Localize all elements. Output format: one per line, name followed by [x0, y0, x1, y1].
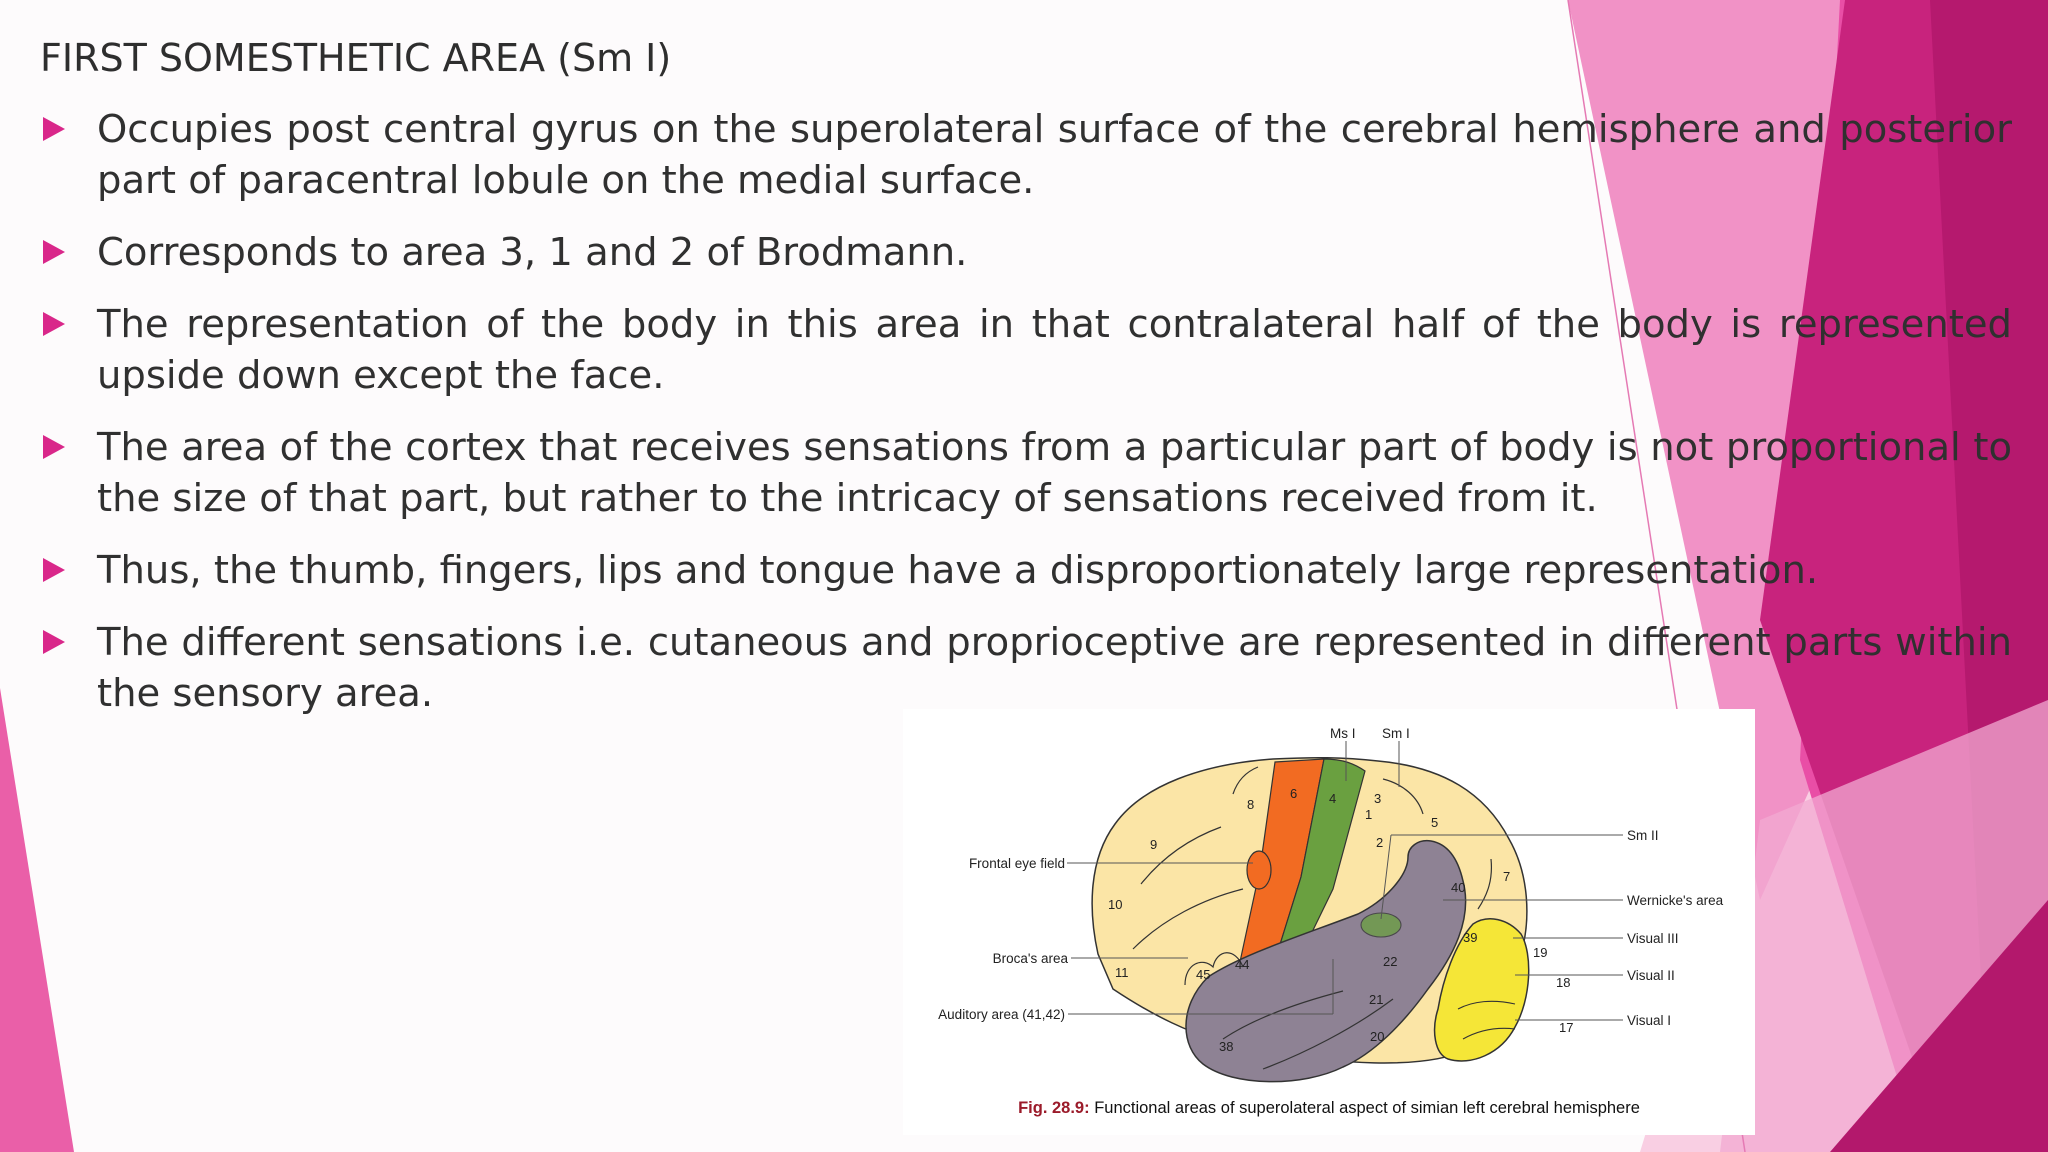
label-visual-3: Visual III: [1627, 931, 1679, 946]
bullet-text: Thus, the thumb, fingers, lips and tongu…: [97, 548, 1819, 593]
label-visual-1: Visual I: [1627, 1013, 1671, 1028]
frontal-eye-field: [1246, 850, 1272, 890]
sulcus-line: [1457, 1000, 1516, 1010]
caption-number: Fig. 28.9:: [1018, 1099, 1090, 1117]
area-number: 40: [1451, 880, 1465, 895]
sulcus-line: [1222, 990, 1344, 1040]
bullet-arrow-icon: [43, 435, 65, 459]
brain-figure: Ms I Sm I Frontal eye field Broca's area…: [903, 709, 1755, 1135]
bullet-arrow-icon: [43, 312, 65, 336]
area-number: 17: [1559, 1020, 1573, 1035]
area-number: 9: [1150, 837, 1157, 852]
area-number: 8: [1247, 797, 1254, 812]
area-number: 5: [1431, 815, 1438, 830]
sulcus-line: [1462, 1027, 1516, 1040]
bullet-text: The different sensations i.e. cutaneous …: [97, 620, 2012, 716]
area-number: 20: [1370, 1029, 1384, 1044]
label-visual-2: Visual II: [1627, 968, 1675, 983]
bullet-item: The representation of the body in this a…: [40, 299, 2012, 401]
label-brocas-area: Broca's area: [993, 951, 1069, 966]
area-number: 1: [1365, 807, 1372, 822]
sulcus-line: [1262, 998, 1394, 1070]
slide-title: FIRST SOMESTHETIC AREA (Sm I): [40, 36, 672, 80]
sulcus-line: [1132, 888, 1244, 950]
bullet-text: Corresponds to area 3, 1 and 2 of Brodma…: [97, 230, 968, 275]
label-sm1: Sm I: [1382, 726, 1410, 741]
area-number: 3: [1374, 791, 1381, 806]
bullet-arrow-icon: [43, 558, 65, 582]
area-number: 39: [1463, 930, 1477, 945]
area-number: 6: [1290, 786, 1297, 801]
area-number: 2: [1376, 835, 1383, 850]
sulcus-line: [1232, 766, 1259, 795]
area-number: 4: [1329, 791, 1336, 806]
sulcus-line: [1382, 778, 1424, 815]
bullet-arrow-icon: [43, 117, 65, 141]
area-number: 44: [1235, 957, 1249, 972]
bullet-item: Corresponds to area 3, 1 and 2 of Brodma…: [40, 227, 2012, 278]
bullet-text: The area of the cortex that receives sen…: [97, 425, 2012, 521]
left-pink-facet: [0, 688, 74, 1152]
area-number: 18: [1556, 975, 1570, 990]
area-number: 21: [1369, 992, 1383, 1007]
broca-bump: [1184, 952, 1244, 986]
bottom-right-deep-facet: [1830, 900, 2048, 1152]
bullet-arrow-icon: [43, 630, 65, 654]
bullet-item: Thus, the thumb, fingers, lips and tongu…: [40, 545, 2012, 596]
area-number: 10: [1108, 897, 1122, 912]
bullet-item: The different sensations i.e. cutaneous …: [40, 617, 2012, 719]
sm2-oval: [1360, 912, 1402, 938]
area-number: 45: [1196, 967, 1210, 982]
area-number: 19: [1533, 945, 1547, 960]
leader-line: [1380, 834, 1392, 920]
figure-caption: Fig. 28.9: Functional areas of superolat…: [903, 1099, 1755, 1118]
bullet-list: Occupies post central gyrus on the super…: [40, 104, 2012, 740]
brain-diagram: Ms I Sm I Frontal eye field Broca's area…: [938, 726, 1724, 1083]
label-auditory-area: Auditory area (41,42): [938, 1007, 1065, 1022]
area-number: 22: [1383, 954, 1397, 969]
bullet-item: The area of the cortex that receives sen…: [40, 422, 2012, 524]
label-frontal-eye-field: Frontal eye field: [969, 856, 1065, 871]
label-ms1: Ms I: [1330, 726, 1356, 741]
label-wernickes-area: Wernicke's area: [1627, 893, 1724, 908]
bullet-text: Occupies post central gyrus on the super…: [97, 107, 2012, 203]
sulcus-line: [1477, 858, 1493, 910]
area-number: 38: [1219, 1039, 1233, 1054]
area-number: 11: [1115, 965, 1129, 980]
sulcus-line: [1140, 826, 1222, 885]
bullet-arrow-icon: [43, 240, 65, 264]
visual-area: [1433, 918, 1530, 1062]
area-number: 7: [1503, 869, 1510, 884]
bullet-item: Occupies post central gyrus on the super…: [40, 104, 2012, 206]
bullet-text: The representation of the body in this a…: [97, 302, 2012, 398]
label-sm2: Sm II: [1627, 828, 1659, 843]
caption-text: Functional areas of superolateral aspect…: [1089, 1099, 1640, 1117]
